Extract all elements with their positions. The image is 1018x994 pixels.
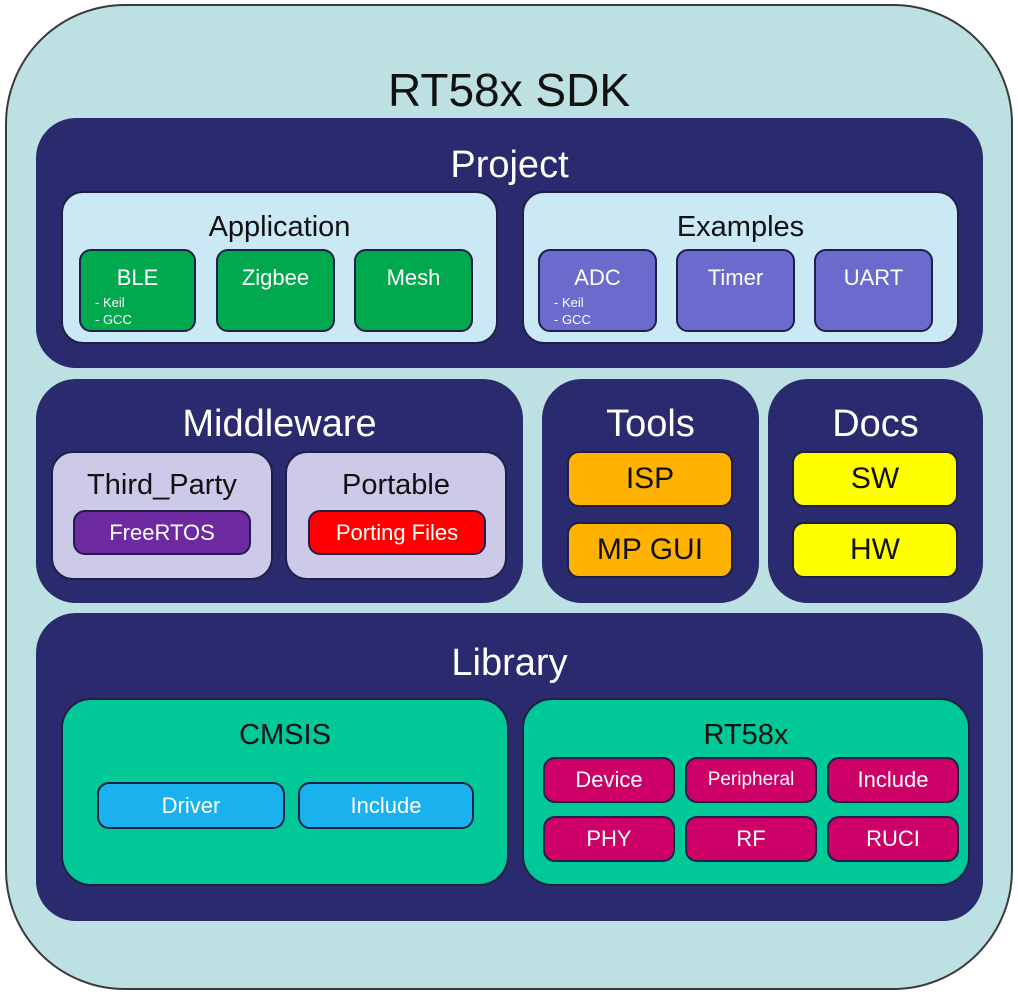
docs-title: Docs bbox=[832, 402, 919, 445]
application-title: Application bbox=[208, 210, 351, 243]
cmsis-include-box: Include bbox=[298, 782, 474, 829]
rt58x-title: RT58x bbox=[703, 718, 789, 751]
rt58x-ruci-box: RUCI bbox=[827, 816, 959, 862]
adc-label: ADC bbox=[574, 265, 621, 290]
tools-title: Tools bbox=[606, 402, 695, 445]
freertos-box: FreeRTOS bbox=[73, 510, 251, 555]
cmsis-title: CMSIS bbox=[239, 718, 331, 751]
sw-box: SW bbox=[792, 451, 958, 507]
rt58x-include-box: Include bbox=[827, 757, 959, 803]
ble-toolchains: - Keil - GCC bbox=[95, 294, 132, 328]
rt58x-peripheral-box: Peripheral bbox=[685, 757, 817, 803]
rt58x-device-box: Device bbox=[543, 757, 675, 803]
zigbee-box: Zigbee bbox=[216, 249, 335, 332]
mp-gui-box: MP GUI bbox=[567, 522, 733, 578]
hw-box: HW bbox=[792, 522, 958, 578]
ble-box: BLE - Keil - GCC bbox=[79, 249, 196, 332]
ble-toolchain-keil: - Keil bbox=[95, 295, 125, 310]
ble-toolchain-gcc: - GCC bbox=[95, 312, 132, 327]
portable-title: Portable bbox=[341, 468, 450, 501]
timer-label: Timer bbox=[707, 265, 764, 290]
third-party-title: Third_Party bbox=[87, 468, 237, 501]
uart-box: UART bbox=[814, 249, 933, 332]
adc-box: ADC - Keil - GCC bbox=[538, 249, 657, 332]
rt58x-peripheral-label: Peripheral bbox=[707, 769, 795, 790]
cmsis-driver-box: Driver bbox=[97, 782, 285, 829]
adc-toolchain-keil: - Keil bbox=[554, 295, 584, 310]
ble-label: BLE bbox=[116, 265, 159, 290]
project-title: Project bbox=[450, 143, 569, 186]
uart-label: UART bbox=[843, 265, 904, 290]
mesh-box: Mesh bbox=[354, 249, 473, 332]
porting-files-box: Porting Files bbox=[308, 510, 486, 555]
zigbee-label: Zigbee bbox=[241, 265, 310, 290]
timer-box: Timer bbox=[676, 249, 795, 332]
adc-toolchain-gcc: - GCC bbox=[554, 312, 591, 327]
library-title: Library bbox=[451, 641, 568, 684]
adc-toolchains: - Keil - GCC bbox=[554, 294, 591, 328]
diagram-title: RT58x SDK bbox=[387, 64, 631, 116]
rt58x-rf-box: RF bbox=[685, 816, 817, 862]
rt58x-phy-box: PHY bbox=[543, 816, 675, 862]
examples-title: Examples bbox=[676, 210, 805, 243]
isp-box: ISP bbox=[567, 451, 733, 507]
middleware-title: Middleware bbox=[182, 402, 377, 445]
mesh-label: Mesh bbox=[386, 265, 441, 290]
